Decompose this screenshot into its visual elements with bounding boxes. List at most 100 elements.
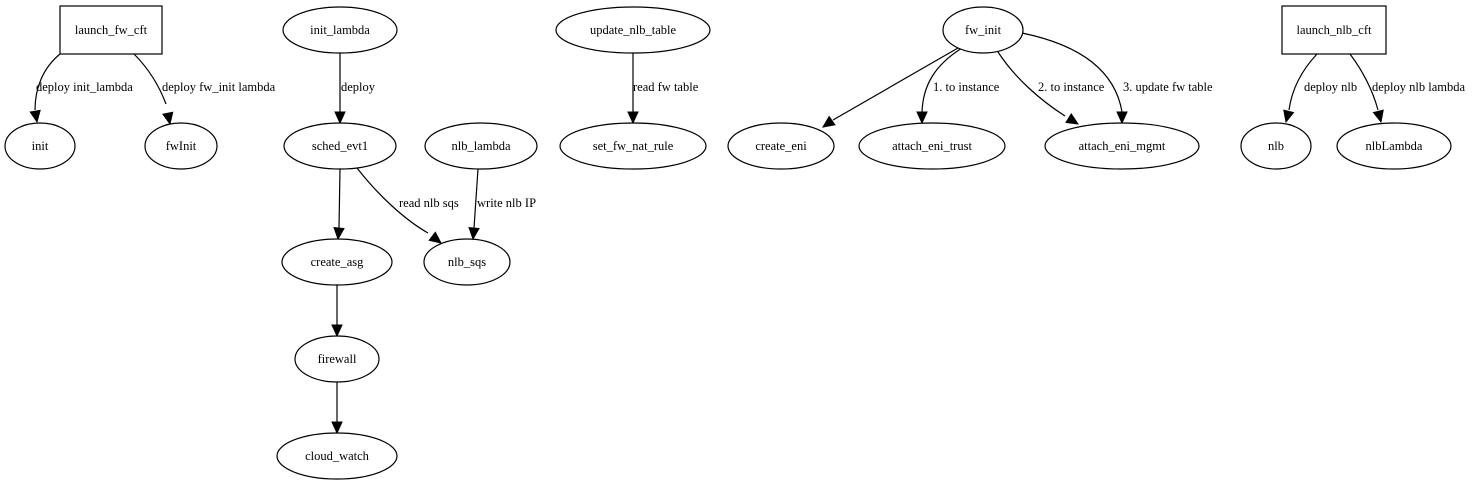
- node-ellipse: [555, 6, 711, 54]
- node-label: launch_fw_cft: [75, 23, 148, 37]
- node-ellipse: [559, 122, 707, 170]
- node-attach_eni_mgmt: attach_eni_mgmt: [1044, 122, 1200, 170]
- arrowhead: [29, 109, 41, 124]
- arrowhead: [468, 227, 480, 241]
- node-label: init: [32, 139, 49, 153]
- arrowhead: [162, 111, 174, 126]
- edge-line: [921, 47, 963, 113]
- node-nlb_sqs: nlb_sqs: [423, 238, 511, 286]
- node-label: attach_eni_mgmt: [1079, 139, 1166, 153]
- node-fwInit: fwInit: [144, 122, 218, 170]
- edge-label: deploy fw_init lambda: [162, 80, 276, 94]
- edge-label: deploy nlb: [1304, 80, 1357, 94]
- node-box: [1281, 5, 1387, 55]
- node-init: init: [4, 122, 76, 170]
- edge-label: deploy nlb lambda: [1372, 80, 1465, 94]
- node-label: cloud_watch: [305, 449, 370, 463]
- node-box: [59, 5, 163, 55]
- node-create_eni: create_eni: [727, 122, 835, 170]
- node-ellipse: [144, 122, 218, 170]
- edge-sched_evt1-to-create_asg: [333, 168, 345, 241]
- edge-line: [356, 167, 429, 234]
- edge-launch_fw_cft-to-fwInit: deploy fw_init lambda: [133, 53, 276, 126]
- arrowhead: [627, 111, 639, 125]
- edge-launch_fw_cft-to-init: deploy init_lambda: [29, 53, 133, 124]
- edge-line: [133, 53, 167, 105]
- node-ellipse: [424, 122, 538, 170]
- node-cloud_watch: cloud_watch: [276, 432, 398, 480]
- arrowhead: [1116, 111, 1128, 125]
- edge-fw_init-to-attach_eni_trust: 1. to instance: [916, 47, 1000, 125]
- edges-layer: deploy init_lambda deploy fw_init lambda d…: [29, 32, 1465, 435]
- edge-fw_init-to-attach_eni_mgmt: 2. to instance: [997, 51, 1105, 125]
- edge-line: [832, 47, 959, 121]
- node-sched_evt1: sched_evt1: [283, 122, 397, 170]
- node-label: attach_eni_trust: [892, 139, 972, 153]
- node-label: fw_init: [965, 23, 1002, 37]
- edge-create_asg-to-firewall: [331, 285, 343, 338]
- arrowhead: [331, 324, 343, 338]
- edge-line: [473, 168, 479, 229]
- node-update_nlb_table: update_nlb_table: [555, 6, 711, 54]
- node-firewall: firewall: [294, 335, 380, 383]
- edge-line: [34, 53, 61, 111]
- edge-label: 1. to instance: [933, 80, 1000, 94]
- edge-sched_evt1-to-nlb_sqs: read nlb sqs: [356, 167, 459, 244]
- edge-line: [1288, 53, 1318, 111]
- node-ellipse: [1044, 122, 1200, 170]
- arrowhead: [428, 231, 442, 244]
- node-label: set_fw_nat_rule: [593, 139, 674, 153]
- node-label: sched_evt1: [312, 139, 368, 153]
- edge-launch_nlb_cft-to-nlbLambda: deploy nlb lambda: [1349, 53, 1465, 124]
- edge-label: write nlb IP: [477, 196, 536, 210]
- edge-fw_init-to-attach_eni_mgmt: 3. update fw table: [1021, 32, 1213, 125]
- node-ellipse: [4, 122, 76, 170]
- edge-line: [338, 168, 341, 229]
- edge-launch_nlb_cft-to-nlb: deploy nlb: [1283, 53, 1357, 124]
- node-ellipse: [727, 122, 835, 170]
- node-label: nlb: [1268, 139, 1284, 153]
- node-nlb_lambda: nlb_lambda: [424, 122, 538, 170]
- edge-label: 3. update fw table: [1123, 80, 1213, 94]
- node-label: fwInit: [166, 139, 197, 153]
- arrowhead: [331, 421, 343, 435]
- edge-label: read fw table: [633, 80, 699, 94]
- node-ellipse: [283, 122, 397, 170]
- node-label: nlb_sqs: [448, 255, 486, 269]
- node-label: init_lambda: [310, 23, 370, 37]
- edge-line: [1349, 53, 1379, 111]
- arrowhead: [1372, 109, 1384, 124]
- node-nlb: nlb: [1240, 122, 1312, 170]
- arrowhead: [334, 111, 346, 125]
- node-ellipse: [282, 6, 398, 54]
- arrowhead: [916, 111, 928, 125]
- edge-fw_init-to-create_eni: [822, 47, 959, 128]
- node-ellipse: [942, 6, 1024, 54]
- node-ellipse: [1240, 122, 1312, 170]
- node-init_lambda: init_lambda: [282, 6, 398, 54]
- node-label: nlb_lambda: [451, 139, 510, 153]
- node-ellipse: [281, 238, 393, 286]
- arrowhead: [333, 227, 345, 241]
- node-nlbLambda: nlbLambda: [1336, 122, 1452, 170]
- node-label: launch_nlb_cft: [1297, 23, 1373, 37]
- node-label: firewall: [318, 352, 357, 366]
- edge-init_lambda-to-sched_evt1: deploy: [334, 53, 376, 125]
- node-ellipse: [423, 238, 511, 286]
- edge-label: deploy init_lambda: [36, 80, 133, 94]
- node-attach_eni_trust: attach_eni_trust: [858, 122, 1006, 170]
- arrowhead: [1283, 109, 1295, 124]
- edge-label: 2. to instance: [1038, 80, 1105, 94]
- edge-line: [1021, 32, 1123, 113]
- node-label: nlbLambda: [1366, 139, 1423, 153]
- arrowhead: [822, 115, 836, 128]
- edge-label: read nlb sqs: [399, 196, 459, 210]
- node-label: update_nlb_table: [590, 23, 677, 37]
- node-create_asg: create_asg: [281, 238, 393, 286]
- node-label: create_eni: [755, 139, 807, 153]
- node-ellipse: [858, 122, 1006, 170]
- node-ellipse: [294, 335, 380, 383]
- node-launch_fw_cft: launch_fw_cft: [59, 5, 163, 55]
- edge-line: [997, 51, 1066, 117]
